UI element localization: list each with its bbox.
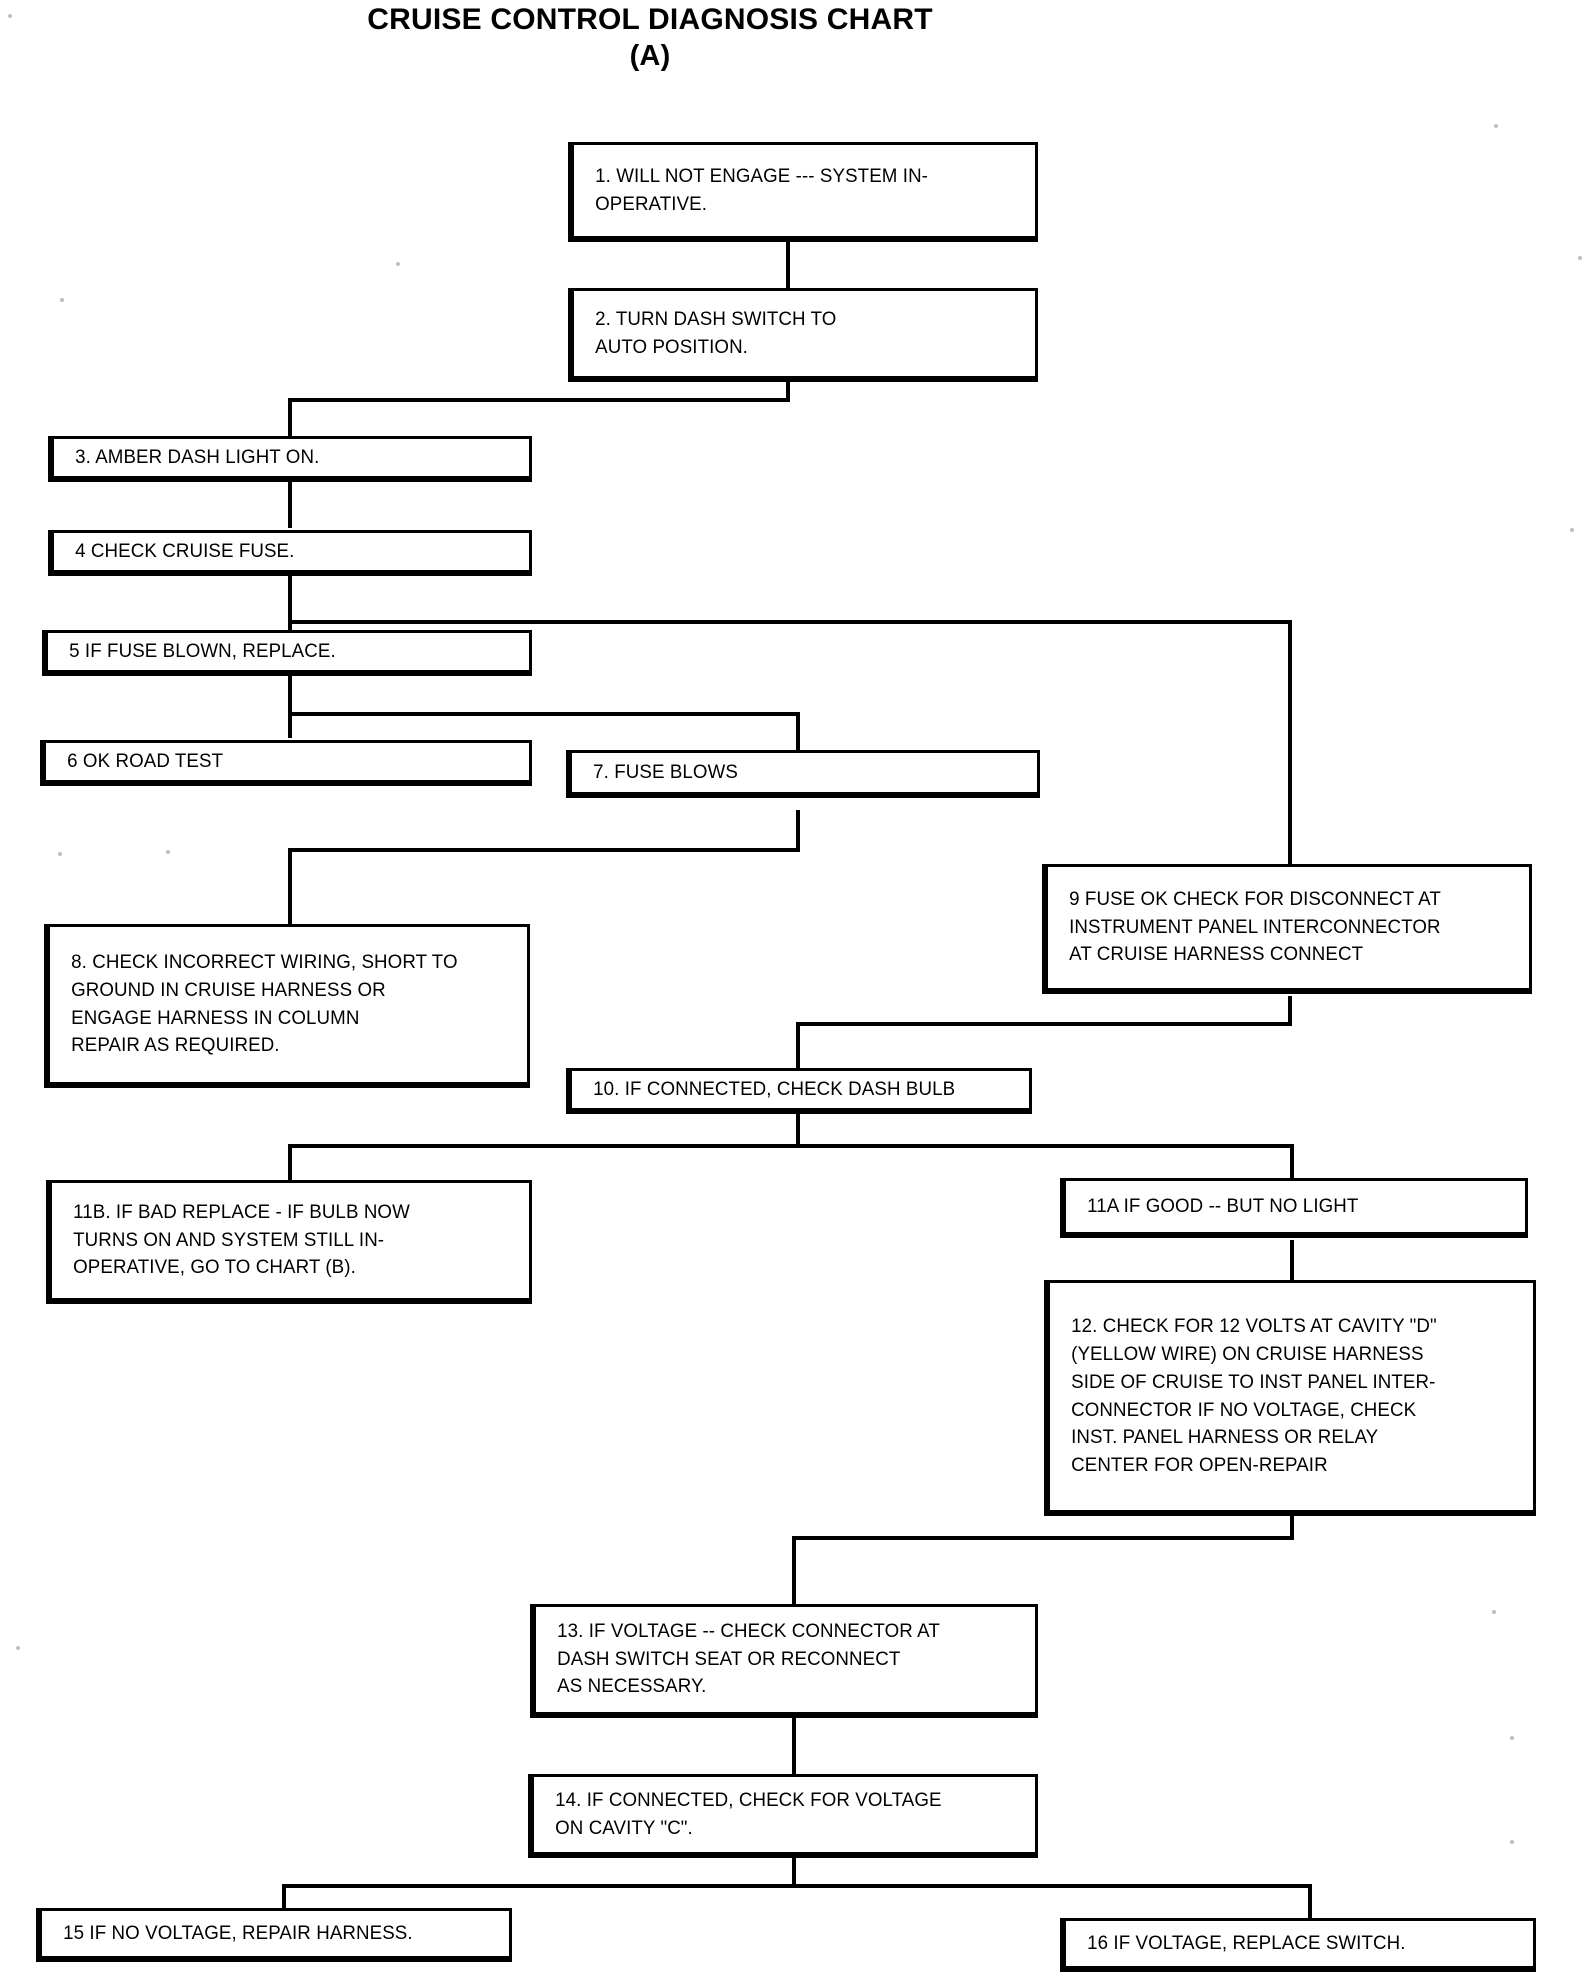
flow-node-9-label: 9 FUSE OK CHECK FOR DISCONNECT AT INSTRU… — [1069, 887, 1441, 966]
flow-node-10[interactable]: 10. IF CONNECTED, CHECK DASH BULB — [566, 1068, 1032, 1114]
edge-9-to-10-stub — [1288, 996, 1292, 1026]
edge-10-split-stub — [796, 1112, 800, 1148]
edge-14-split-bus — [282, 1884, 1312, 1888]
flow-node-15[interactable]: 15 IF NO VOLTAGE, REPAIR HARNESS. — [36, 1908, 512, 1962]
edge-7-to-8-bus — [288, 848, 800, 852]
flow-node-1-label: 1. WILL NOT ENGAGE --- SYSTEM IN- OPERAT… — [595, 164, 929, 215]
edge-9-to-10-bus — [796, 1022, 1292, 1026]
scan-speck — [58, 852, 62, 856]
flow-node-14-label: 14. IF CONNECTED, CHECK FOR VOLTAGE ON C… — [555, 1788, 942, 1839]
title-line-2: (A) — [629, 39, 671, 72]
edge-2-to-3-stub — [786, 380, 790, 402]
edge-14-to-15-drop — [282, 1884, 286, 1912]
edge-1-to-2 — [786, 240, 790, 288]
scan-speck — [1510, 1736, 1514, 1740]
edge-10-split-bus — [288, 1144, 1294, 1148]
edge-13-to-14 — [792, 1716, 796, 1778]
edge-12-to-13-bus — [792, 1536, 1294, 1540]
scan-speck — [8, 14, 12, 18]
flow-node-12[interactable]: 12. CHECK FOR 12 VOLTS AT CAVITY "D" (YE… — [1044, 1280, 1536, 1516]
scan-speck — [1510, 1840, 1514, 1844]
title-line-1: CRUISE CONTROL DIAGNOSIS CHART — [367, 3, 933, 36]
flow-node-13[interactable]: 13. IF VOLTAGE -- CHECK CONNECTOR AT DAS… — [530, 1604, 1038, 1718]
flow-node-16-label: 16 IF VOLTAGE, REPLACE SWITCH. — [1087, 1931, 1406, 1954]
edge-7-to-8-stub — [796, 810, 800, 852]
scan-speck — [1494, 124, 1498, 128]
edge-5-to-7-drop — [796, 712, 800, 750]
edge-14-to-16-drop — [1308, 1884, 1312, 1922]
flow-node-5[interactable]: 5 IF FUSE BLOWN, REPLACE. — [42, 630, 532, 676]
edge-4-to-9-bus — [288, 620, 1292, 624]
edge-5-to-7-bus — [288, 712, 800, 716]
edge-5-to-6 — [288, 672, 292, 738]
edge-4-to-9-drop — [1288, 620, 1292, 864]
edge-10-to-11b-drop — [288, 1144, 292, 1184]
edge-11a-to-12 — [1290, 1240, 1294, 1282]
flow-node-3[interactable]: 3. AMBER DASH LIGHT ON. — [48, 436, 532, 482]
edge-12-to-13-drop — [792, 1536, 796, 1606]
edge-12-to-13-stub — [1290, 1514, 1294, 1540]
flow-node-6[interactable]: 6 OK ROAD TEST — [40, 740, 532, 786]
flow-node-11b[interactable]: 11B. IF BAD REPLACE - IF BULB NOW TURNS … — [46, 1180, 532, 1304]
flow-node-1[interactable]: 1. WILL NOT ENGAGE --- SYSTEM IN- OPERAT… — [568, 142, 1038, 242]
flow-node-15-label: 15 IF NO VOLTAGE, REPAIR HARNESS. — [63, 1921, 413, 1944]
scan-speck — [16, 1646, 20, 1650]
scan-speck — [1578, 256, 1582, 260]
flow-node-8-label: 8. CHECK INCORRECT WIRING, SHORT TO GROU… — [71, 951, 458, 1057]
flow-node-2-label: 2. TURN DASH SWITCH TO AUTO POSITION. — [595, 307, 837, 358]
edge-2-to-3-drop — [288, 398, 292, 442]
page-title: CRUISE CONTROL DIAGNOSIS CHART (A) — [0, 2, 1300, 74]
flow-node-14[interactable]: 14. IF CONNECTED, CHECK FOR VOLTAGE ON C… — [528, 1774, 1038, 1858]
flow-node-8[interactable]: 8. CHECK INCORRECT WIRING, SHORT TO GROU… — [44, 924, 530, 1088]
flow-node-4-label: 4 CHECK CRUISE FUSE. — [75, 539, 295, 562]
flow-node-3-label: 3. AMBER DASH LIGHT ON. — [75, 445, 320, 468]
scan-speck — [1570, 528, 1574, 532]
flow-node-11a-label: 11A IF GOOD -- BUT NO LIGHT — [1087, 1194, 1359, 1217]
flow-node-16[interactable]: 16 IF VOLTAGE, REPLACE SWITCH. — [1060, 1918, 1536, 1972]
flow-node-2[interactable]: 2. TURN DASH SWITCH TO AUTO POSITION. — [568, 288, 1038, 382]
flow-node-4[interactable]: 4 CHECK CRUISE FUSE. — [48, 530, 532, 576]
scan-speck — [60, 298, 64, 302]
flow-node-7[interactable]: 7. FUSE BLOWS — [566, 750, 1040, 798]
scan-speck — [1492, 1610, 1496, 1614]
flow-node-10-label: 10. IF CONNECTED, CHECK DASH BULB — [593, 1077, 956, 1100]
flow-node-6-label: 6 OK ROAD TEST — [67, 749, 224, 772]
flow-node-7-label: 7. FUSE BLOWS — [593, 760, 738, 783]
scan-speck — [166, 850, 170, 854]
scan-speck — [396, 262, 400, 266]
edge-4-to-5 — [288, 572, 292, 630]
flow-node-13-label: 13. IF VOLTAGE -- CHECK CONNECTOR AT DAS… — [557, 1619, 940, 1698]
flow-node-5-label: 5 IF FUSE BLOWN, REPLACE. — [69, 639, 336, 662]
edge-7-to-8-drop — [288, 848, 292, 926]
flow-node-11a[interactable]: 11A IF GOOD -- BUT NO LIGHT — [1060, 1178, 1528, 1238]
edge-3-to-4 — [288, 478, 292, 528]
edge-2-to-3-bus — [288, 398, 790, 402]
flow-node-11b-label: 11B. IF BAD REPLACE - IF BULB NOW TURNS … — [73, 1200, 410, 1279]
edge-14-split-stub — [792, 1854, 796, 1888]
edge-9-to-10-drop — [796, 1022, 800, 1072]
flow-node-12-label: 12. CHECK FOR 12 VOLTS AT CAVITY "D" (YE… — [1071, 1315, 1437, 1476]
edge-10-to-11a-drop — [1290, 1144, 1294, 1182]
flow-node-9[interactable]: 9 FUSE OK CHECK FOR DISCONNECT AT INSTRU… — [1042, 864, 1532, 994]
